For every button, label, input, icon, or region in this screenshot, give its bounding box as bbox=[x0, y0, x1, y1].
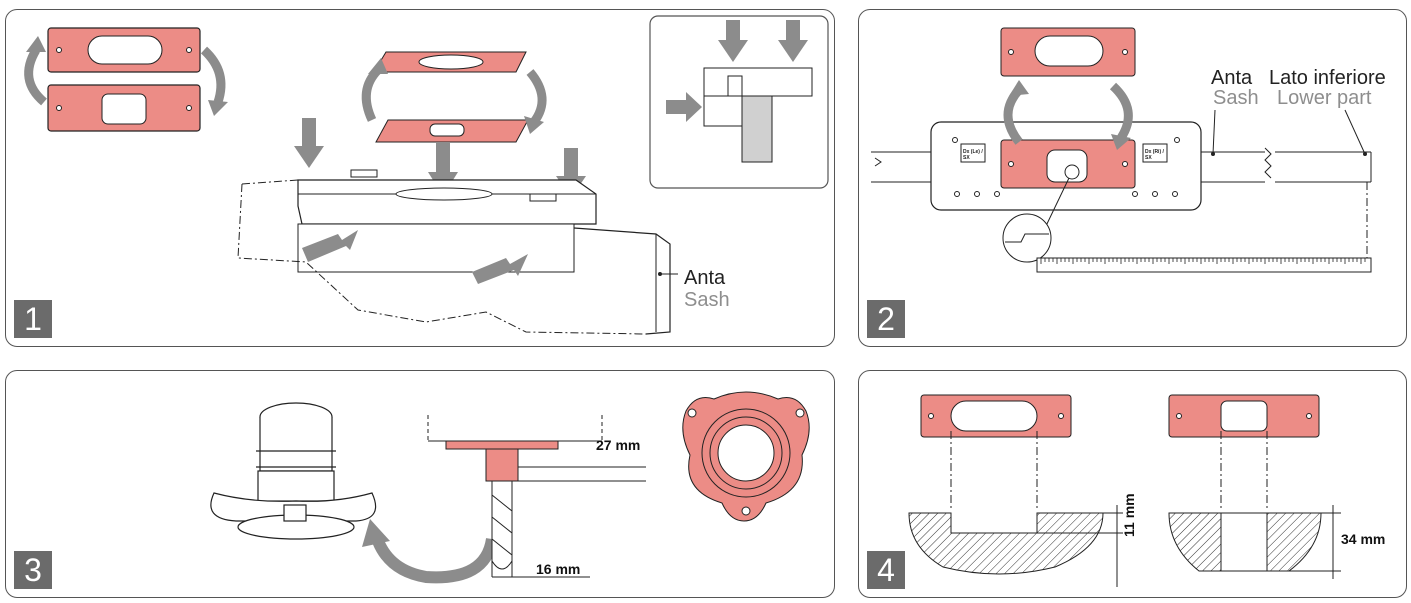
sash-outline bbox=[237, 183, 647, 335]
sash-body bbox=[573, 227, 671, 335]
down-arrows bbox=[294, 118, 586, 198]
label-sash-it: Anta bbox=[1211, 67, 1253, 89]
tag-right bbox=[1142, 143, 1168, 163]
panel-1: Anta Sash 1 bbox=[5, 9, 835, 347]
recess-right bbox=[1168, 512, 1322, 572]
panel-2: Dx (Le) / SX Dx (Ri) / SX Anta Sash Lato… bbox=[858, 9, 1407, 347]
dim-right: 34 mm bbox=[1341, 531, 1386, 547]
step-number-2: 2 bbox=[867, 300, 905, 338]
panel-4: 11 mm 34 mm 4 bbox=[858, 370, 1407, 598]
step-number-1: 1 bbox=[14, 300, 52, 338]
panel-4-drawing bbox=[908, 394, 1341, 587]
label-sash-en: Sash bbox=[684, 289, 730, 311]
measuring-ruler bbox=[1036, 257, 1372, 273]
recess-left bbox=[908, 512, 1104, 575]
zoom-circle bbox=[1002, 213, 1052, 263]
rotate-arrow-left bbox=[26, 36, 46, 52]
tag-left-text: Dx (Le) / SX bbox=[963, 149, 983, 161]
label-sash-it: Anta bbox=[684, 267, 726, 289]
dim-left: 11 mm bbox=[1121, 493, 1137, 537]
mount-arrow bbox=[362, 519, 390, 547]
tag-left bbox=[960, 143, 986, 163]
panel-3-drawing bbox=[210, 391, 810, 584]
panel-2-drawing bbox=[871, 27, 1372, 273]
jig-clamp bbox=[297, 223, 575, 273]
panel-1-drawing bbox=[24, 15, 829, 335]
jig-body bbox=[297, 179, 597, 225]
bushing-flange bbox=[445, 440, 559, 450]
step-number-4: 4 bbox=[867, 551, 905, 589]
router-tool bbox=[210, 402, 377, 540]
push-arrows bbox=[302, 230, 528, 284]
slot-opening bbox=[87, 35, 163, 65]
panel-3: 27 mm 16 mm 3 bbox=[5, 370, 835, 598]
label-lower-part-en: Lower part bbox=[1277, 87, 1372, 109]
dim-cutter: 16 mm bbox=[536, 561, 581, 577]
label-sash-en: Sash bbox=[1213, 87, 1259, 109]
rotate-arrow-right bbox=[208, 100, 228, 116]
bushing-collar bbox=[485, 448, 519, 482]
tag-right-text: Dx (Ri) / SX bbox=[1145, 149, 1164, 161]
dim-bushing: 27 mm bbox=[596, 437, 641, 453]
step-number-3: 3 bbox=[14, 551, 52, 589]
label-lower-part-it: Lato inferiore bbox=[1269, 67, 1386, 89]
